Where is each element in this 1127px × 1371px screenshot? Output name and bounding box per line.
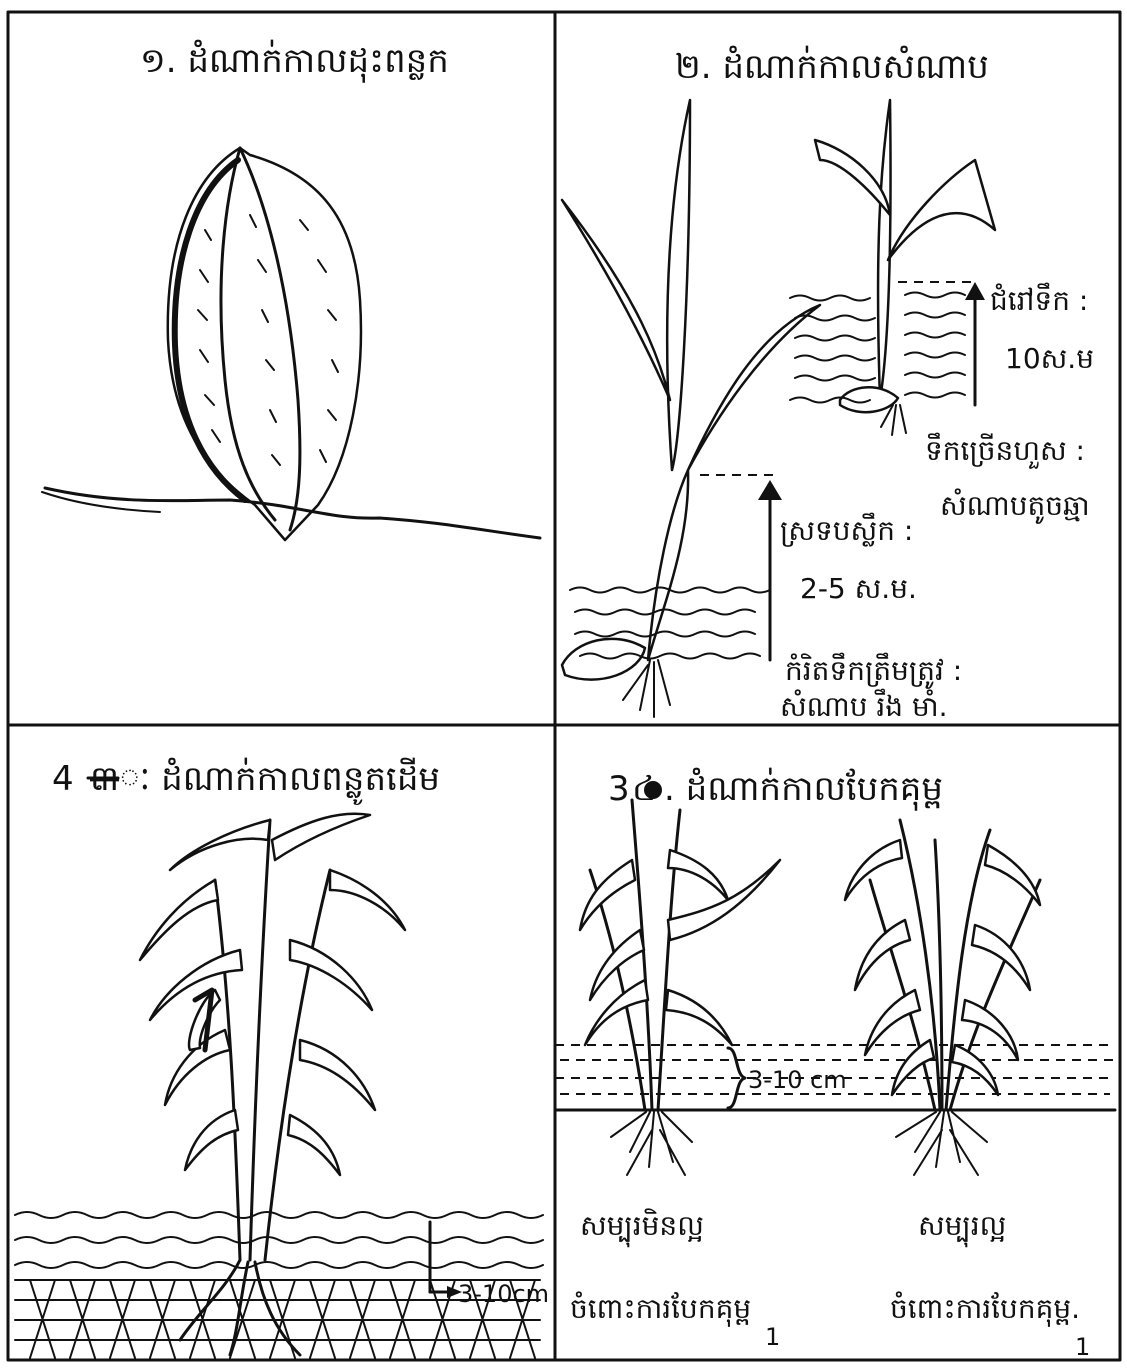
page-mark-right: 1: [1075, 1333, 1090, 1361]
proper-water-label: កំរិតទឹកត្រឹមត្រូវ :: [785, 652, 962, 689]
panel-4-title: ៈ ដំណាក់កាលពន្លូតដើម: [120, 757, 440, 805]
panel-1-title: ១. ដំណាក់កាលដុះពន្លក: [140, 39, 449, 83]
panel-seedling: ២. ដំណាក់កាលសំណាប ស្រទបស្លឹក : 2-5 ស.ម. …: [562, 45, 1094, 723]
arrow-head-icon: [965, 282, 985, 300]
sheath-value: 2-5 ស.ម.: [800, 572, 917, 605]
panel-germination: ១. ដំណាក់កាលដុះពន្លក: [42, 39, 540, 540]
right-caption-line-2: ចំពោះការបែកគុម្ព.: [890, 1291, 1080, 1327]
strong-seedling-label: សំណាប រឹង មាំ.: [780, 688, 948, 723]
too-much-water-label: ទឹកច្រើនហួស :: [925, 432, 1085, 469]
healthy-seedling: [562, 100, 820, 717]
panel-2-title: ២. ដំណាក់កាលសំណាប: [675, 45, 989, 87]
water-level-elongation: [15, 1212, 543, 1268]
soil-mesh: [15, 1260, 540, 1358]
ink-blot: [644, 781, 662, 799]
sheath-label: ស្រទបស្លឹក :: [780, 512, 913, 547]
left-caption-line-1: សម្បុរមិនល្អ: [580, 1208, 704, 1248]
water-depth-value: 10ស.ម: [1005, 342, 1094, 375]
poor-tillering-plant: [580, 800, 780, 1175]
elongation-depth-label: 3-10cm: [458, 1280, 549, 1308]
small-seedling-label: សំណាបតូចឆ្មា: [940, 488, 1090, 524]
tall-rice-plant: [140, 814, 405, 1260]
good-tillering-plant: [845, 820, 1040, 1175]
tillering-depth-label: 3-10 cm: [748, 1066, 847, 1094]
panel-tillering: 3 ៤ . ដំណាក់កាលបែកគុម្ព 3-10 cm: [555, 767, 1115, 1361]
panel-3-number: 3: [608, 769, 630, 809]
panel-4-number: 4: [52, 759, 74, 799]
right-caption-line-1: សម្បុរល្អ: [918, 1209, 1006, 1248]
weak-seedling: [815, 100, 995, 435]
germinating-seed: [168, 148, 361, 540]
page-mark-left: 1: [765, 1323, 780, 1351]
water-depth-label: ជំរៅទឹក :: [990, 282, 1088, 317]
panel-stem-elongation: 4 ៣ ៈ ដំណាក់កាលពន្លូតដើម: [15, 757, 549, 1358]
panel-3-title: . ដំណាក់កាលបែកគុម្ព: [664, 767, 943, 811]
arrow-head-icon: [758, 480, 782, 500]
left-caption-line-2: ចំពោះការបែកគុម្ព: [570, 1291, 751, 1327]
